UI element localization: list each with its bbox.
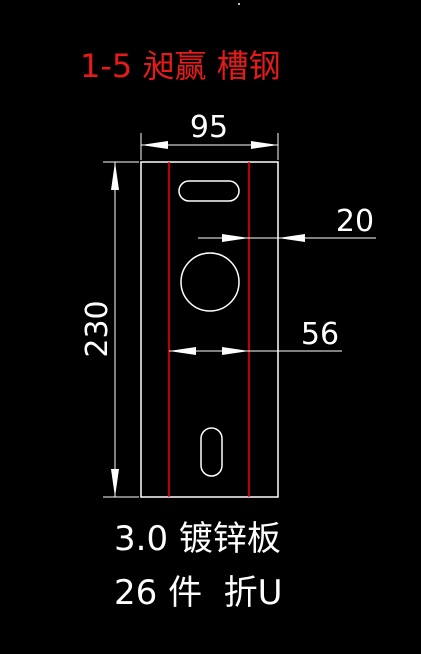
dim-230-arrow-top [111, 162, 119, 190]
dim-95-arrow-left [141, 141, 168, 149]
dim-20-arrow-left [222, 234, 249, 242]
dim-20-arrow-right [278, 234, 305, 242]
dim-56-arrow-right [222, 347, 249, 355]
slot-bottom [200, 427, 223, 477]
plate-outline [140, 161, 279, 498]
dim-20-label: 20 [336, 204, 374, 239]
dim-95-arrow-right [251, 141, 278, 149]
slot-top [178, 180, 240, 202]
dim-95-label: 95 [190, 110, 228, 145]
note-material: 3.0 镀锌板 [114, 519, 281, 559]
dim-230-label: 230 [80, 300, 115, 357]
dim-56-arrow-left [169, 347, 196, 355]
dim-56-label: 56 [301, 317, 339, 352]
round-hole [180, 252, 240, 312]
origin-marker [238, 3, 240, 5]
drawing-title: 1-5 昶赢 槽钢 [80, 47, 281, 85]
note-quantity-fold: 26 件 折U [114, 573, 283, 613]
dim-230-arrow-bottom [111, 469, 119, 497]
